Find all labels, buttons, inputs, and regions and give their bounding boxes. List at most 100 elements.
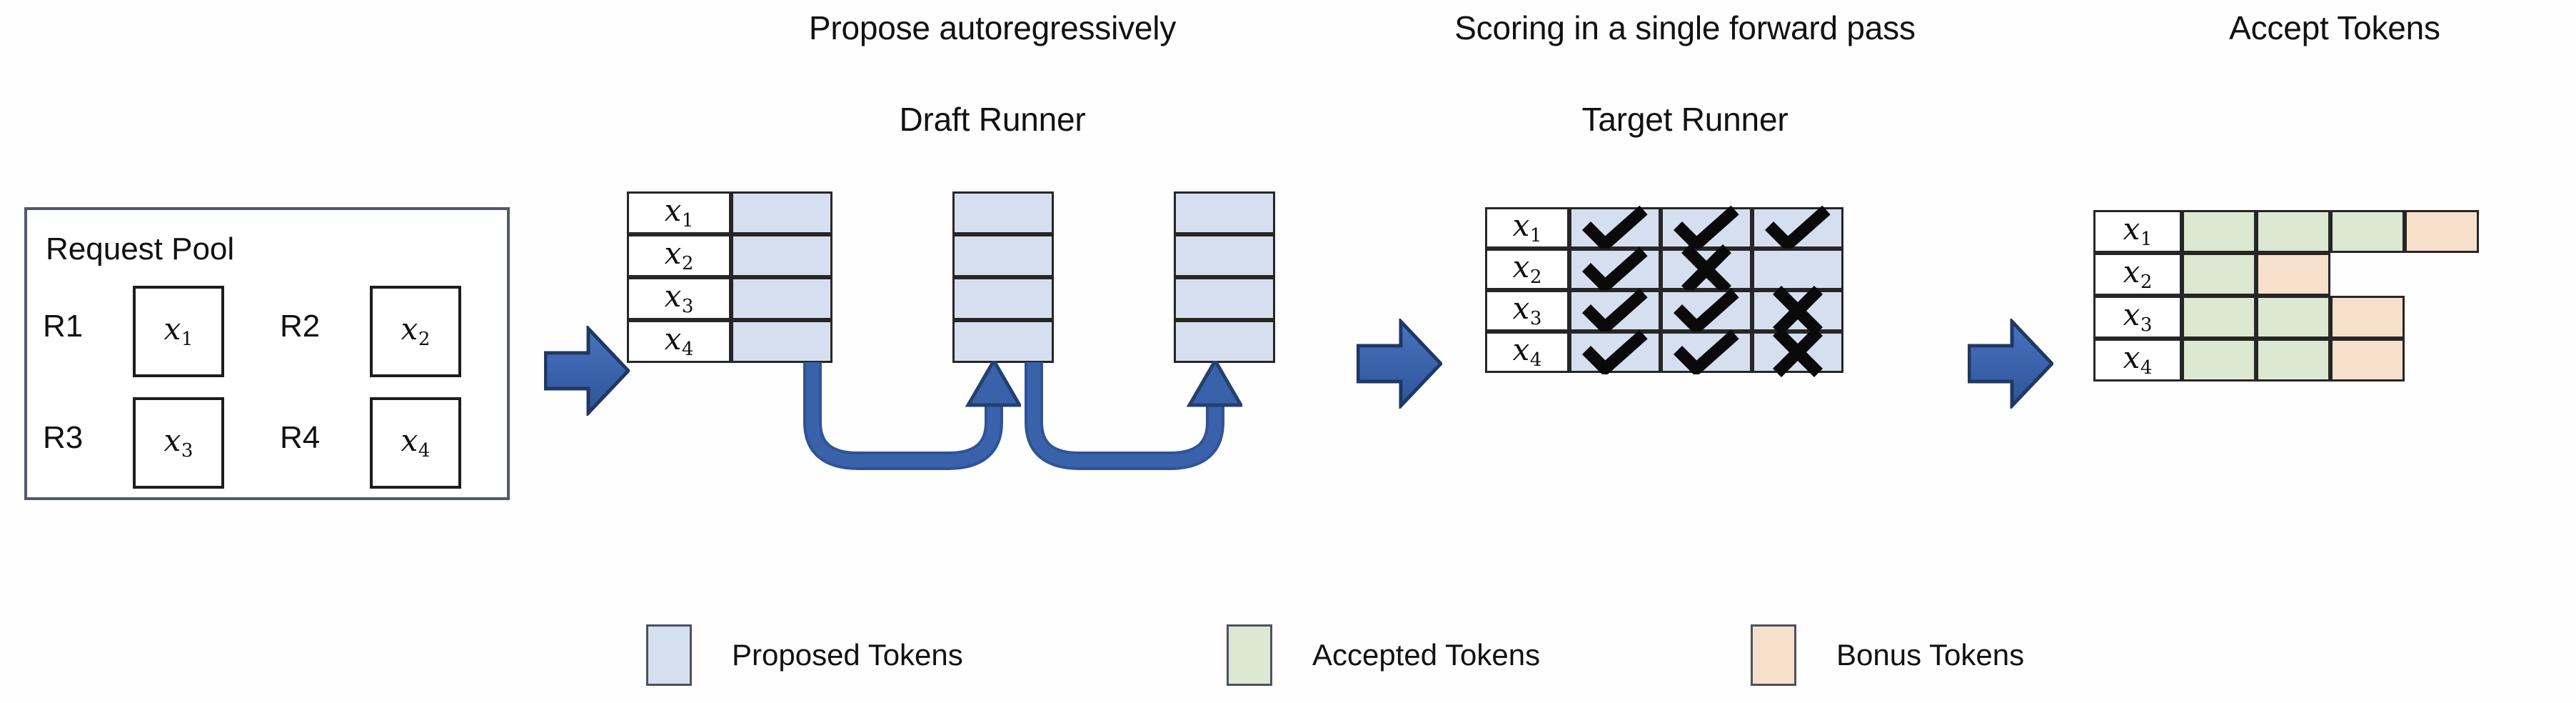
legend-label-bonus: Bonus Tokens bbox=[1836, 638, 2025, 672]
legend-item-accepted: Accepted Tokens bbox=[1227, 624, 1540, 686]
draft-row-label-1: x1 bbox=[627, 191, 731, 234]
accept-cell-r3-c1 bbox=[2182, 296, 2256, 339]
check-icon bbox=[1674, 289, 1739, 333]
request-label-r1: R1 bbox=[43, 309, 84, 344]
request-label-r4: R4 bbox=[280, 420, 321, 455]
accept-cell-r2-c1 bbox=[2182, 253, 2256, 296]
accept-cell-r1-c1 bbox=[2182, 210, 2256, 253]
check-icon-wrap bbox=[1571, 247, 1659, 291]
accept-row-label-1: x1 bbox=[2093, 210, 2182, 253]
flow-arrow-pool-to-draft bbox=[544, 326, 630, 416]
check-icon bbox=[1765, 206, 1831, 250]
legend-item-bonus: Bonus Tokens bbox=[1751, 624, 2024, 686]
draft-proposed-cell-s2-r1 bbox=[952, 191, 1054, 234]
check-icon-wrap bbox=[1663, 289, 1750, 333]
draft-proposed-cell-s3-r3 bbox=[1174, 277, 1275, 320]
accept-cell-r1-c2 bbox=[2256, 210, 2330, 253]
target-score-cell-r1-c3 bbox=[1752, 206, 1843, 250]
target-score-cell-r2-c2 bbox=[1661, 244, 1752, 294]
heading-accept-tokens: Accept Tokens bbox=[2229, 9, 2440, 46]
draft-row-label-3: x3 bbox=[627, 277, 731, 320]
accept-cell-r1-c3 bbox=[2330, 210, 2405, 253]
target-score-cell-r3-c1 bbox=[1569, 289, 1661, 333]
check-icon bbox=[1582, 289, 1648, 333]
check-icon-wrap bbox=[1571, 206, 1659, 250]
request-token-box-r3: x3 bbox=[133, 397, 224, 489]
check-icon-wrap bbox=[1663, 330, 1750, 374]
accept-cell-r4-c2 bbox=[2256, 339, 2330, 382]
target-score-cell-r4-c3 bbox=[1752, 327, 1843, 377]
check-icon bbox=[1582, 247, 1648, 291]
request-token-box-r1: x1 bbox=[133, 286, 224, 377]
cross-icon bbox=[1772, 327, 1823, 377]
autoregressive-loop-arrow-1 bbox=[803, 361, 1021, 470]
accept-row-label-4: x4 bbox=[2093, 339, 2182, 382]
target-row-label-1: x1 bbox=[1485, 207, 1569, 249]
target-score-cell-r3-c2 bbox=[1661, 289, 1752, 333]
accept-row-label-3: x3 bbox=[2093, 296, 2182, 339]
accept-cell-r4-c3-bonus bbox=[2330, 339, 2405, 382]
legend-swatch-bonus-icon bbox=[1751, 624, 1796, 686]
accept-row-label-2: x2 bbox=[2093, 253, 2182, 296]
target-row-label-3: x3 bbox=[1485, 290, 1569, 331]
check-icon-wrap bbox=[1754, 206, 1841, 250]
draft-row-label-2: x2 bbox=[627, 234, 731, 277]
target-score-cell-r2-c1 bbox=[1569, 247, 1661, 291]
target-row-label-2: x2 bbox=[1485, 249, 1569, 290]
request-token-r3: x3 bbox=[163, 423, 193, 462]
heading-scoring-single-forward-pass: Scoring in a single forward pass bbox=[1454, 9, 1916, 46]
request-token-r2: x2 bbox=[401, 311, 431, 350]
check-icon bbox=[1582, 206, 1648, 250]
heading-propose-autoregressively: Propose autoregressively bbox=[808, 9, 1177, 46]
accept-cell-r3-c3-bonus bbox=[2330, 296, 2405, 339]
legend-item-proposed: Proposed Tokens bbox=[646, 624, 963, 686]
cross-icon bbox=[1681, 244, 1732, 294]
check-icon-wrap bbox=[1571, 330, 1659, 374]
request-token-box-r4: x4 bbox=[370, 397, 461, 489]
draft-proposed-cell-s1-r4 bbox=[731, 320, 832, 363]
request-pool-title: Request Pool bbox=[46, 231, 235, 266]
check-icon-wrap bbox=[1571, 289, 1659, 333]
accept-cell-r2-c2-bonus bbox=[2256, 253, 2330, 296]
accept-cell-r1-c4-bonus bbox=[2405, 210, 2479, 253]
draft-proposed-cell-s2-r3 bbox=[952, 277, 1054, 320]
request-token-r4: x4 bbox=[401, 423, 431, 462]
target-score-cell-r1-c1 bbox=[1569, 206, 1661, 250]
cross-icon-wrap bbox=[1663, 244, 1750, 294]
target-score-cell-r4-c1 bbox=[1569, 330, 1661, 374]
target-row-label-4: x4 bbox=[1485, 331, 1569, 373]
legend-swatch-proposed-icon bbox=[646, 624, 692, 686]
cross-icon-wrap bbox=[1754, 286, 1841, 336]
heading-draft-runner: Draft Runner bbox=[899, 101, 1086, 138]
flow-arrow-target-to-accept bbox=[1968, 319, 2053, 409]
draft-proposed-cell-s1-r1 bbox=[731, 191, 832, 234]
draft-proposed-cell-s2-r2 bbox=[952, 234, 1054, 277]
flow-arrow-draft-to-target bbox=[1357, 319, 1442, 409]
autoregressive-loop-arrow-2 bbox=[1025, 361, 1242, 470]
cross-icon-wrap bbox=[1754, 327, 1841, 377]
draft-proposed-cell-s1-r3 bbox=[731, 277, 832, 320]
check-icon-wrap bbox=[1663, 206, 1750, 250]
target-score-cell-r2-c3 bbox=[1752, 249, 1843, 290]
accept-cell-r4-c1 bbox=[2182, 339, 2256, 382]
check-icon bbox=[1674, 330, 1739, 374]
target-score-cell-r1-c2 bbox=[1661, 206, 1752, 250]
cross-icon bbox=[1772, 286, 1823, 336]
draft-proposed-cell-s3-r4 bbox=[1174, 320, 1275, 363]
draft-proposed-cell-s3-r1 bbox=[1174, 191, 1275, 234]
accept-cell-r3-c2 bbox=[2256, 296, 2330, 339]
request-label-r3: R3 bbox=[43, 420, 84, 455]
draft-proposed-cell-s2-r4 bbox=[952, 320, 1054, 363]
check-icon bbox=[1582, 330, 1648, 374]
check-icon bbox=[1674, 206, 1739, 250]
draft-proposed-cell-s1-r2 bbox=[731, 234, 832, 277]
legend: Proposed Tokens Accepted Tokens Bonus To… bbox=[0, 614, 2576, 700]
legend-label-proposed: Proposed Tokens bbox=[732, 638, 963, 672]
draft-row-label-4: x4 bbox=[627, 320, 731, 363]
request-token-r1: x1 bbox=[163, 311, 193, 350]
target-score-cell-r3-c3 bbox=[1752, 286, 1843, 336]
target-score-cell-r4-c2 bbox=[1661, 330, 1752, 374]
draft-proposed-cell-s3-r2 bbox=[1174, 234, 1275, 277]
legend-swatch-accepted-icon bbox=[1227, 624, 1272, 686]
